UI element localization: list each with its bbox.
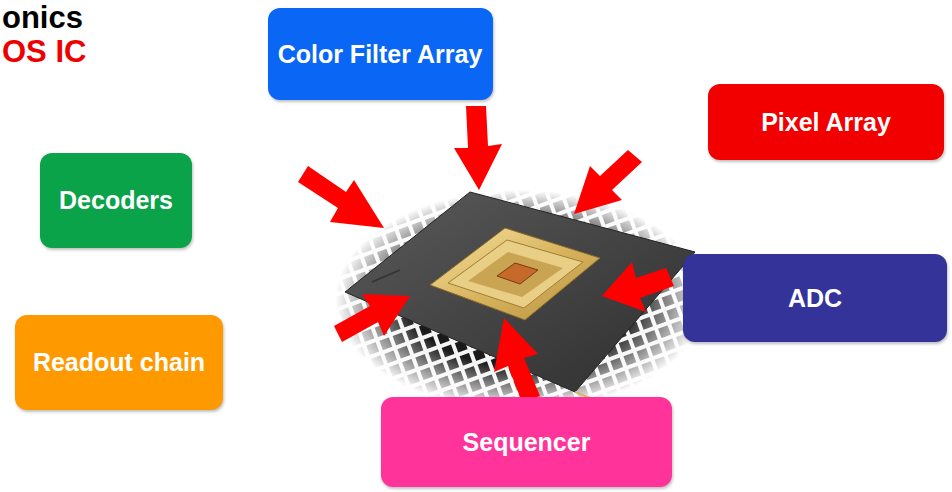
component-name: Sequencer [463, 428, 591, 457]
component-box: ADC [683, 254, 947, 342]
leader-line [372, 270, 400, 282]
component-name: ADC [788, 284, 842, 313]
title-fragment: OS IC [2, 34, 86, 70]
pointer-arrow [602, 262, 674, 312]
pointer-arrow [334, 294, 410, 342]
pointer-arrow [494, 318, 540, 402]
component-name: Color Filter Array [278, 40, 483, 69]
chip-photo [335, 190, 705, 410]
pointer-arrows [298, 106, 674, 402]
component-name: Readout chain [33, 348, 205, 377]
component-box: Sequencer [381, 397, 672, 487]
component-box: Pixel Array [708, 84, 944, 160]
component-box: Readout chain [15, 315, 223, 410]
component-box: Decoders [40, 153, 192, 248]
component-name: Pixel Array [761, 108, 891, 137]
pointer-arrow [574, 150, 642, 214]
component-name: Decoders [59, 186, 173, 215]
pointer-arrow [454, 106, 502, 190]
component-box: Color Filter Array [268, 8, 493, 100]
pointer-arrow [298, 166, 384, 228]
title-fragment: onics [2, 0, 83, 36]
